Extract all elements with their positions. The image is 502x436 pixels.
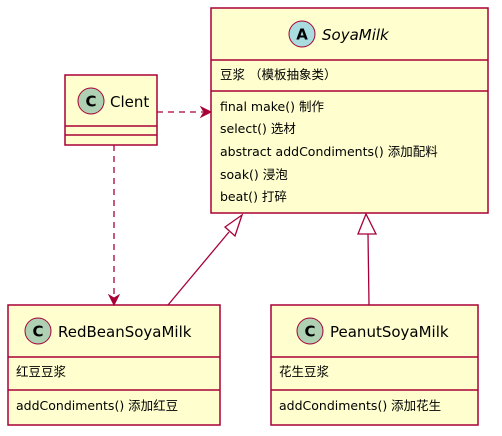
arrow-head-icon bbox=[107, 293, 121, 307]
class-client-box bbox=[64, 74, 158, 146]
class-peanut-method: addCondiments() 添加花生 bbox=[279, 398, 441, 413]
class-peanut-attribute: 花生豆浆 bbox=[279, 364, 330, 379]
class-redbean-method: addCondiments() 添加红豆 bbox=[16, 398, 178, 413]
class-badge-icon bbox=[296, 317, 324, 345]
arrow-head-icon bbox=[199, 105, 213, 119]
class-redbean[interactable]: C RedBeanSoyaMilk 红豆豆浆 addCondiments() 添… bbox=[7, 304, 221, 426]
class-badge-icon bbox=[77, 87, 105, 115]
class-badge-letter: C bbox=[32, 323, 43, 341]
class-soyamilk-name: SoyaMilk bbox=[322, 26, 390, 44]
class-badge-letter: C bbox=[304, 323, 315, 341]
class-redbean-attribute: 红豆豆浆 bbox=[16, 364, 67, 379]
edge-client-redbean bbox=[107, 145, 121, 307]
class-peanut-name: PeanutSoyaMilk bbox=[330, 323, 449, 341]
edge-client-soyamilk bbox=[157, 105, 213, 119]
class-soyamilk[interactable]: A SoyaMilk 豆浆 （模板抽象类） final make() 制作 se… bbox=[210, 7, 489, 214]
inheritance-triangle-icon bbox=[357, 212, 378, 235]
class-badge-icon bbox=[24, 317, 52, 345]
class-redbean-name: RedBeanSoyaMilk bbox=[58, 323, 192, 341]
class-soyamilk-method: select() 选材 bbox=[220, 121, 296, 136]
class-soyamilk-method: soak() 浸泡 bbox=[220, 167, 288, 182]
edge-redbean-soyamilk bbox=[167, 213, 244, 306]
generalization-line bbox=[367, 233, 370, 306]
class-soyamilk-method: beat() 打碎 bbox=[220, 189, 287, 204]
class-client-name: Clent bbox=[110, 93, 149, 111]
generalization-line bbox=[167, 231, 230, 306]
abstract-badge-icon bbox=[288, 20, 316, 48]
edge-peanut-soyamilk bbox=[357, 212, 378, 306]
class-soyamilk-box bbox=[210, 7, 489, 214]
class-soyamilk-method: final make() 制作 bbox=[220, 99, 324, 114]
class-soyamilk-method: abstract addCondiments() 添加配料 bbox=[220, 144, 438, 159]
abstract-badge-letter: A bbox=[296, 26, 308, 44]
class-soyamilk-attribute: 豆浆 （模板抽象类） bbox=[220, 67, 336, 82]
inheritance-triangle-icon bbox=[223, 213, 244, 238]
class-badge-letter: C bbox=[85, 93, 96, 111]
class-peanut[interactable]: C PeanutSoyaMilk 花生豆浆 addCondiments() 添加… bbox=[270, 304, 479, 426]
class-client[interactable]: C Clent bbox=[64, 74, 158, 146]
